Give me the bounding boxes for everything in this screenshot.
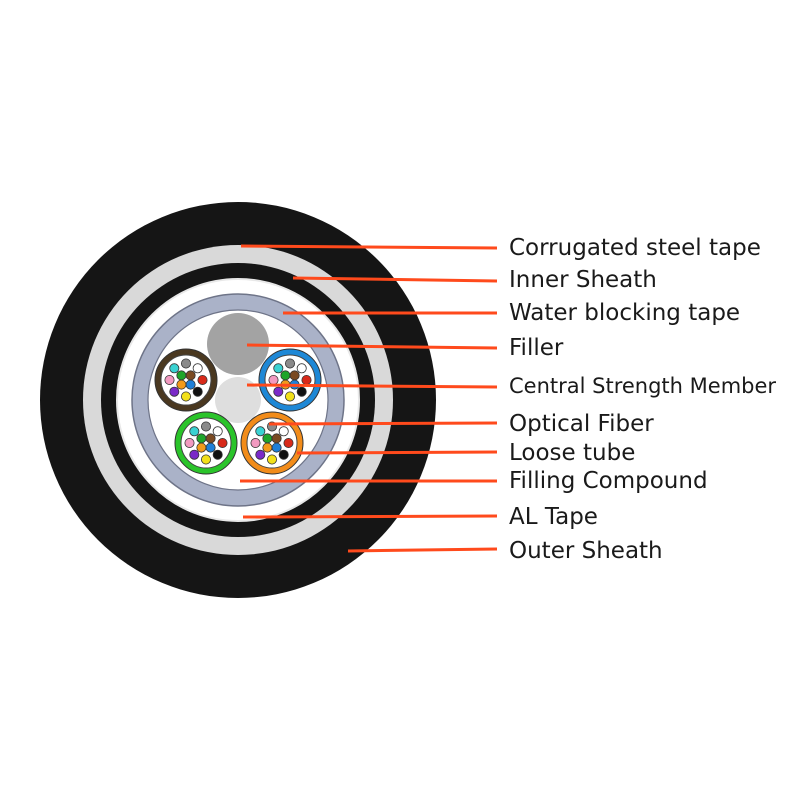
optical-fiber bbox=[164, 374, 175, 385]
leader-central-strength-member bbox=[246, 383, 498, 389]
optical-fiber bbox=[284, 391, 295, 402]
optical-fiber bbox=[192, 386, 203, 397]
optical-fiber bbox=[180, 391, 191, 402]
optical-fiber bbox=[301, 374, 312, 385]
optical-fiber bbox=[185, 370, 196, 381]
leader-corrugated-steel-tape bbox=[240, 244, 498, 250]
filler bbox=[207, 313, 269, 375]
optical-fiber bbox=[205, 433, 216, 444]
optical-fiber bbox=[278, 426, 289, 437]
leader-loose-tube bbox=[296, 450, 498, 455]
optical-fiber bbox=[196, 433, 207, 444]
leader-lines bbox=[240, 244, 498, 553]
optical-fiber bbox=[205, 442, 216, 453]
optical-fiber bbox=[271, 433, 282, 444]
optical-fiber bbox=[283, 437, 294, 448]
optical-fiber bbox=[268, 374, 279, 385]
optical-fiber bbox=[255, 426, 266, 437]
optical-fiber bbox=[273, 363, 284, 374]
loose-tube-blue bbox=[258, 348, 322, 412]
optical-fiber bbox=[284, 358, 295, 369]
label-filler: Filler bbox=[509, 335, 564, 361]
optical-fiber bbox=[189, 426, 200, 437]
optical-fiber bbox=[280, 370, 291, 381]
loose-tube-brown bbox=[154, 348, 218, 412]
optical-fiber bbox=[197, 374, 208, 385]
leader-outer-sheath bbox=[347, 547, 498, 553]
optical-fiber bbox=[262, 442, 273, 453]
optical-fiber bbox=[169, 386, 180, 397]
leader-inner-sheath bbox=[292, 276, 498, 283]
label-al-tape: AL Tape bbox=[509, 504, 598, 530]
optical-fiber bbox=[200, 454, 211, 465]
leader-al-tape bbox=[242, 514, 498, 519]
optical-fiber bbox=[296, 363, 307, 374]
cable-body bbox=[40, 202, 436, 598]
label-loose-tube: Loose tube bbox=[509, 440, 636, 466]
optical-fiber bbox=[262, 433, 273, 444]
optical-fiber bbox=[212, 426, 223, 437]
optical-fiber bbox=[255, 449, 266, 460]
optical-fiber bbox=[185, 379, 196, 390]
label-inner-sheath: Inner Sheath bbox=[509, 267, 657, 293]
loose-tube-orange bbox=[240, 411, 304, 475]
optical-fiber bbox=[180, 358, 191, 369]
central-strength-member bbox=[215, 377, 261, 423]
optical-fiber bbox=[271, 442, 282, 453]
optical-fiber bbox=[296, 386, 307, 397]
loose-tubes-group bbox=[154, 348, 322, 475]
optical-fiber bbox=[212, 449, 223, 460]
optical-fiber bbox=[273, 386, 284, 397]
loose-tube-green bbox=[174, 411, 238, 475]
optical-fiber bbox=[189, 449, 200, 460]
optical-fiber bbox=[250, 437, 261, 448]
optical-fiber bbox=[278, 449, 289, 460]
label-optical-fiber: Optical Fiber bbox=[509, 411, 654, 437]
optical-fiber bbox=[266, 454, 277, 465]
optical-fiber bbox=[200, 421, 211, 432]
label-outer-sheath: Outer Sheath bbox=[509, 538, 663, 564]
optical-fiber bbox=[169, 363, 180, 374]
leader-optical-fiber bbox=[268, 421, 498, 426]
optical-fiber bbox=[184, 437, 195, 448]
optical-fiber bbox=[217, 437, 228, 448]
optical-fiber bbox=[176, 379, 187, 390]
optical-fiber bbox=[196, 442, 207, 453]
optical-fiber bbox=[192, 363, 203, 374]
label-corrugated-steel-tape: Corrugated steel tape bbox=[509, 235, 761, 261]
label-filling-compound: Filling Compound bbox=[509, 468, 708, 494]
label-central-strength-member: Central Strength Member bbox=[509, 374, 777, 398]
label-water-blocking-tape: Water blocking tape bbox=[509, 300, 741, 326]
optical-fiber bbox=[289, 370, 300, 381]
leader-filler bbox=[246, 343, 498, 350]
optical-fiber bbox=[176, 370, 187, 381]
